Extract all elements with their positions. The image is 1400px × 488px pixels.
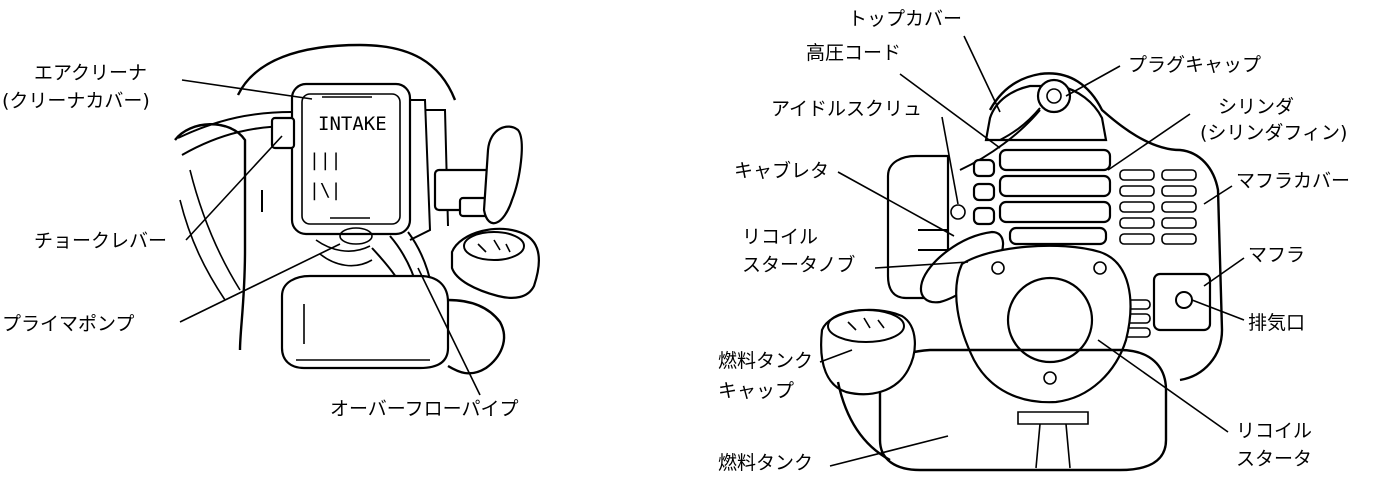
idle-screw	[950, 204, 966, 220]
intake-marking: INTAKE	[318, 113, 387, 135]
left-leader-lines	[179, 79, 481, 396]
label-recoil-starter-1: リコイル	[1236, 420, 1313, 442]
label-cylinder: シリンダ	[1218, 96, 1295, 118]
label-idle-screw: アイドルスクリュ	[771, 98, 923, 120]
muffler	[1152, 272, 1212, 332]
air-cleaner-cover	[290, 82, 412, 236]
recoil-starter	[1006, 276, 1094, 364]
fuel-cap-left	[450, 227, 540, 299]
label-fuel-tank: 燃料タンク	[718, 452, 814, 474]
label-carburetor: キャブレタ	[734, 160, 830, 182]
label-recoil-knob-2: スタータノブ	[742, 254, 856, 276]
left-engine-drawing: INTAKE ||| |\|	[174, 43, 540, 375]
label-air-cleaner: エアクリーナ	[34, 62, 148, 84]
label-high-voltage-cord: 高圧コード	[806, 42, 902, 64]
label-cylinder-fin: (シリンダフィン)	[1200, 122, 1348, 144]
choke-mark-1: |||	[309, 150, 342, 171]
label-choke-lever: チョークレバー	[34, 230, 168, 252]
plug-cap	[1036, 78, 1072, 114]
label-exhaust-port: 排気口	[1248, 312, 1306, 334]
label-top-cover: トップカバー	[848, 8, 963, 30]
lower-fuel-tank	[280, 274, 450, 370]
side-grip-knob	[482, 125, 523, 225]
label-muffler: マフラ	[1248, 244, 1306, 266]
label-fuel-tank-cap-1: 燃料タンク	[718, 350, 814, 372]
fuel-tank-cap	[820, 308, 916, 396]
label-primer-pump: プライマポンプ	[2, 313, 135, 335]
cylinder-fins	[972, 148, 1112, 246]
right-leader-lines	[819, 35, 1245, 467]
label-plug-cap: プラグキャップ	[1128, 54, 1262, 76]
label-muffler-cover: マフラカバー	[1236, 170, 1351, 192]
label-recoil-knob-1: リコイル	[742, 226, 819, 248]
label-recoil-starter-2: スタータ	[1236, 448, 1313, 470]
right-engine-drawing	[820, 72, 1224, 472]
choke-mark-2: |\|	[309, 180, 342, 201]
label-fuel-tank-cap-2: キャップ	[718, 380, 795, 402]
muffler-cover-vents	[1119, 169, 1197, 338]
label-overflow-pipe: オーバーフローパイプ	[330, 398, 519, 420]
label-cleaner-cover: (クリーナカバー)	[2, 90, 150, 112]
